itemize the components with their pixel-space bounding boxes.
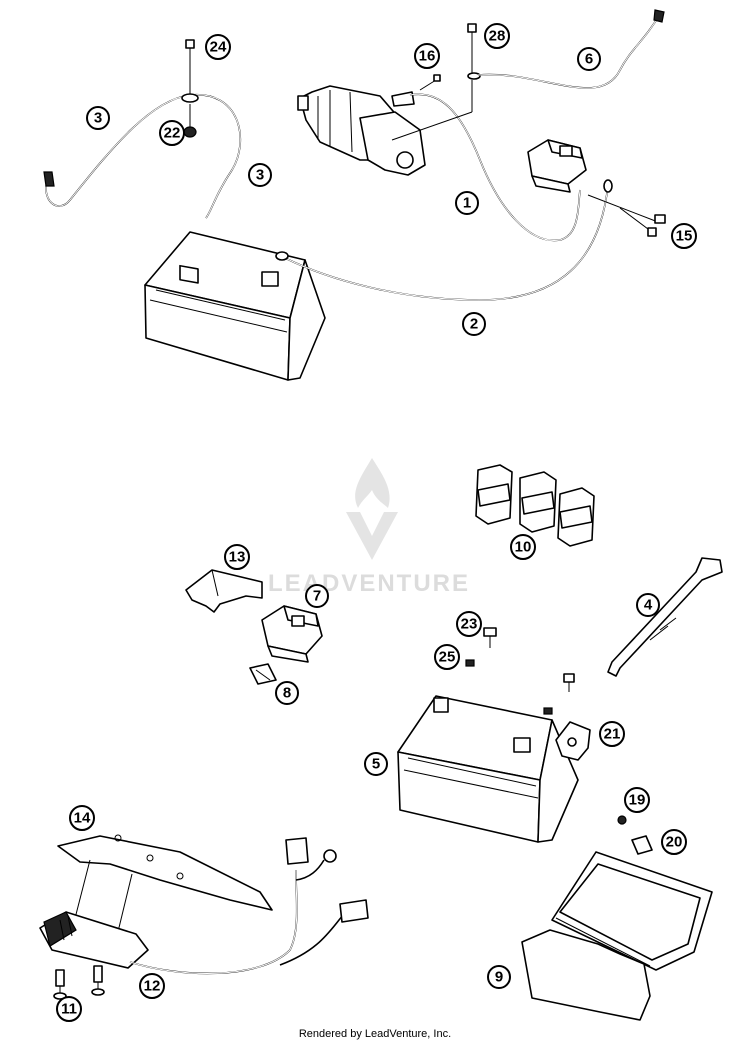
bracket-8 (249, 663, 277, 685)
svg-text:10: 10 (515, 539, 532, 556)
callout-22: 22 (159, 120, 185, 146)
svg-text:21: 21 (604, 726, 621, 743)
battery-tray-9 (521, 851, 713, 1021)
bolt-21-screw (543, 673, 575, 715)
callout-12: 12 (139, 973, 165, 999)
battery-top (144, 231, 326, 381)
callout-24: 24 (205, 34, 231, 60)
washer-22 (183, 104, 197, 138)
svg-text:1: 1 (463, 195, 471, 212)
svg-text:25: 25 (439, 649, 456, 666)
callout-14: 14 (69, 805, 95, 831)
svg-text:28: 28 (489, 28, 506, 45)
svg-text:3: 3 (94, 110, 102, 127)
callout-5: 5 (364, 752, 388, 776)
callout-10: 10 (510, 534, 536, 560)
flame-v-logo-icon (346, 458, 398, 560)
svg-text:23: 23 (461, 616, 478, 633)
callout-21: 21 (599, 721, 625, 747)
svg-text:8: 8 (283, 685, 291, 702)
svg-text:11: 11 (61, 1001, 77, 1018)
svg-text:19: 19 (629, 792, 646, 809)
callout-6: 6 (577, 47, 601, 71)
callout-11: 11 (56, 996, 82, 1022)
relay-7 (261, 605, 323, 663)
callout-19: 19 (624, 787, 650, 813)
footer-credit: Rendered by LeadVenture, Inc. (298, 1028, 452, 1040)
svg-text:12: 12 (144, 978, 161, 995)
svg-text:15: 15 (676, 228, 693, 245)
svg-text:22: 22 (164, 125, 181, 142)
svg-text:16: 16 (419, 48, 436, 65)
relay-top (527, 139, 587, 193)
svg-text:14: 14 (74, 810, 91, 827)
svg-text:3: 3 (256, 167, 264, 184)
svg-text:7: 7 (313, 588, 321, 605)
callout-8: 8 (275, 681, 299, 705)
svg-text:6: 6 (585, 51, 593, 68)
callout-28: 28 (484, 23, 510, 49)
callout-1: 1 (455, 191, 479, 215)
cable-2 (275, 179, 613, 301)
cable-1 (409, 93, 581, 242)
harness-12 (129, 837, 369, 975)
callout-25: 25 (434, 644, 460, 670)
callout-2: 2 (462, 312, 486, 336)
bracket-13 (185, 569, 263, 613)
callout-20: 20 (661, 829, 687, 855)
bolt-16 (419, 74, 441, 91)
screw-19 (617, 815, 627, 825)
callout-16: 16 (414, 43, 440, 69)
clip-20 (631, 835, 653, 855)
callout-4: 4 (636, 593, 660, 617)
nut-25 (465, 659, 475, 667)
bolt-15 (587, 194, 666, 237)
svg-text:4: 4 (644, 597, 653, 614)
plate-14 (57, 834, 273, 911)
regulator-12 (39, 911, 149, 969)
battery-strap-4 (607, 557, 723, 677)
bolt-23 (483, 627, 497, 648)
svg-text:2: 2 (470, 316, 478, 333)
fuse-block-10 (475, 464, 595, 547)
cable-6 (477, 9, 665, 89)
starter-motor (297, 85, 426, 176)
callout-3b: 3 (248, 163, 272, 187)
svg-text:24: 24 (210, 39, 227, 56)
battery-5 (397, 695, 579, 843)
callout-23: 23 (456, 611, 482, 637)
callout-7: 7 (305, 584, 329, 608)
cable-3 (43, 94, 242, 219)
callout-9: 9 (487, 965, 511, 989)
callout-15: 15 (671, 223, 697, 249)
svg-text:5: 5 (372, 756, 380, 773)
bolt-28 (391, 23, 481, 141)
bolt-11 (53, 965, 105, 1000)
callout-3a: 3 (86, 106, 110, 130)
callout-13: 13 (224, 544, 250, 570)
watermark-text: LEADVENTURE (268, 570, 470, 597)
svg-text:9: 9 (495, 969, 503, 986)
svg-text:13: 13 (229, 549, 246, 566)
bolt-24 (181, 39, 199, 103)
svg-text:20: 20 (666, 834, 683, 851)
terminal-21 (555, 721, 591, 761)
